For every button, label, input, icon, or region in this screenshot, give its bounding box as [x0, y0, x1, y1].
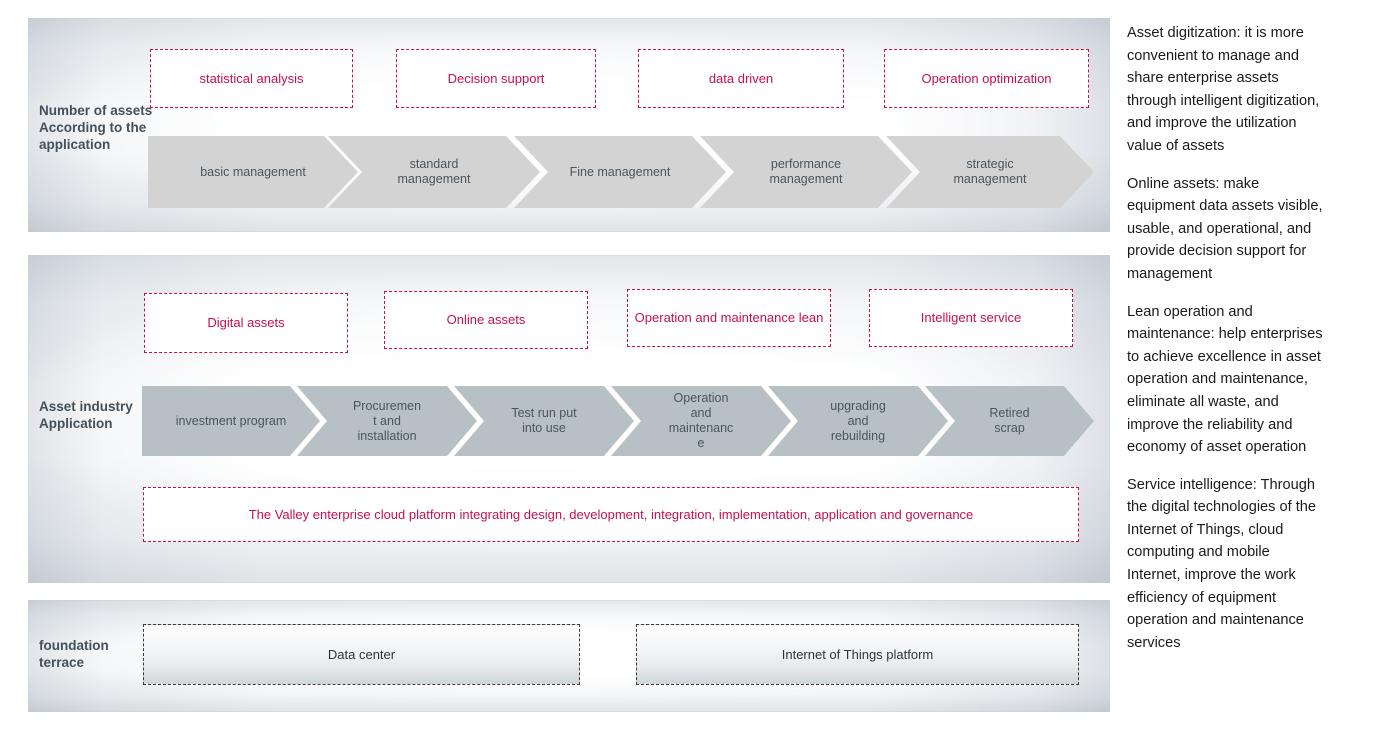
foundation-box-label: Internet of Things platform — [781, 647, 934, 662]
foundation-box-iot-platform[interactable]: Internet of Things platform — [636, 624, 1079, 685]
row-label-asset-number-application: Number of assets According to the applic… — [39, 103, 153, 152]
stage-procurement-and-installation[interactable]: Procuremen t and installation — [297, 386, 477, 456]
stage-standard-management[interactable]: standard management — [328, 136, 540, 208]
stage-label: strategic management — [953, 157, 1027, 186]
row-label-foundation-terrace: foundation terrace — [39, 638, 109, 670]
callout-intelligent-service[interactable]: Intelligent service — [869, 289, 1073, 347]
callout-label: data driven — [708, 70, 774, 86]
callout-decision-support[interactable]: Decision support — [396, 49, 596, 108]
stage-label: Operation and maintenanc e — [668, 391, 734, 450]
platform-banner[interactable]: The Valley enterprise cloud platform int… — [143, 487, 1079, 542]
stage-test-run-put-into-use[interactable]: Test run put into use — [454, 386, 634, 456]
stage-label: investment program — [175, 413, 287, 428]
stage-operation-and-maintenance[interactable]: Operation and maintenanc e — [611, 386, 791, 456]
callout-label: Operation and maintenance lean — [634, 310, 824, 325]
callout-statistical-analysis[interactable]: statistical analysis — [150, 49, 353, 108]
callout-online-assets[interactable]: Online assets — [384, 291, 588, 349]
stage-label: standard management — [397, 157, 471, 186]
stage-label: performance management — [769, 157, 843, 186]
stage-fine-management[interactable]: Fine management — [514, 136, 726, 208]
callout-label: Intelligent service — [920, 310, 1022, 325]
stage-strategic-management[interactable]: strategic management — [886, 136, 1094, 208]
stage-performance-management[interactable]: performance management — [700, 136, 912, 208]
note-lean-operation-maintenance: Lean operation and maintenance: help ent… — [1127, 303, 1323, 456]
row-label-asset-industry-application: Asset industry Application — [39, 399, 133, 431]
stage-upgrading-and-rebuilding[interactable]: upgrading and rebuilding — [768, 386, 948, 456]
stage-label: Procuremen t and installation — [352, 398, 422, 443]
callout-label: Online assets — [446, 312, 526, 327]
stage-flow-asset-number: basic management standard management Fin… — [148, 136, 1094, 208]
foundation-box-data-center[interactable]: Data center — [143, 624, 580, 685]
callout-data-driven[interactable]: data driven — [638, 49, 844, 108]
callout-label: Decision support — [447, 70, 545, 86]
capability-architecture-diagram: Number of assets According to the applic… — [28, 18, 1110, 712]
stage-label: Fine management — [569, 164, 671, 179]
callout-label: statistical analysis — [199, 70, 304, 86]
note-service-intelligence: Service intelligence: Through the digita… — [1127, 476, 1317, 651]
note-asset-digitization: Asset digitization: it is more convenien… — [1127, 25, 1320, 154]
stage-label: Test run put into use — [511, 406, 577, 435]
stage-flow-asset-lifecycle: investment program Procuremen t and inst… — [142, 386, 1094, 456]
notes-column: Asset digitization: it is more convenien… — [1127, 22, 1327, 669]
callout-label: Digital assets — [207, 315, 285, 330]
stage-label: upgrading and rebuilding — [830, 398, 886, 443]
stage-label: Retired scrap — [989, 406, 1030, 435]
callout-label: Operation optimization — [921, 70, 1052, 86]
platform-banner-label: The Valley enterprise cloud platform int… — [248, 506, 974, 522]
callout-operation-maintenance-lean[interactable]: Operation and maintenance lean — [627, 289, 831, 347]
note-online-assets: Online assets: make equipment data asset… — [1127, 175, 1323, 282]
stage-label: basic management — [200, 164, 306, 179]
foundation-box-label: Data center — [327, 647, 396, 662]
callout-digital-assets[interactable]: Digital assets — [144, 293, 348, 353]
callout-operation-optimization[interactable]: Operation optimization — [884, 49, 1089, 108]
stage-retired-scrap[interactable]: Retired scrap — [925, 386, 1094, 456]
